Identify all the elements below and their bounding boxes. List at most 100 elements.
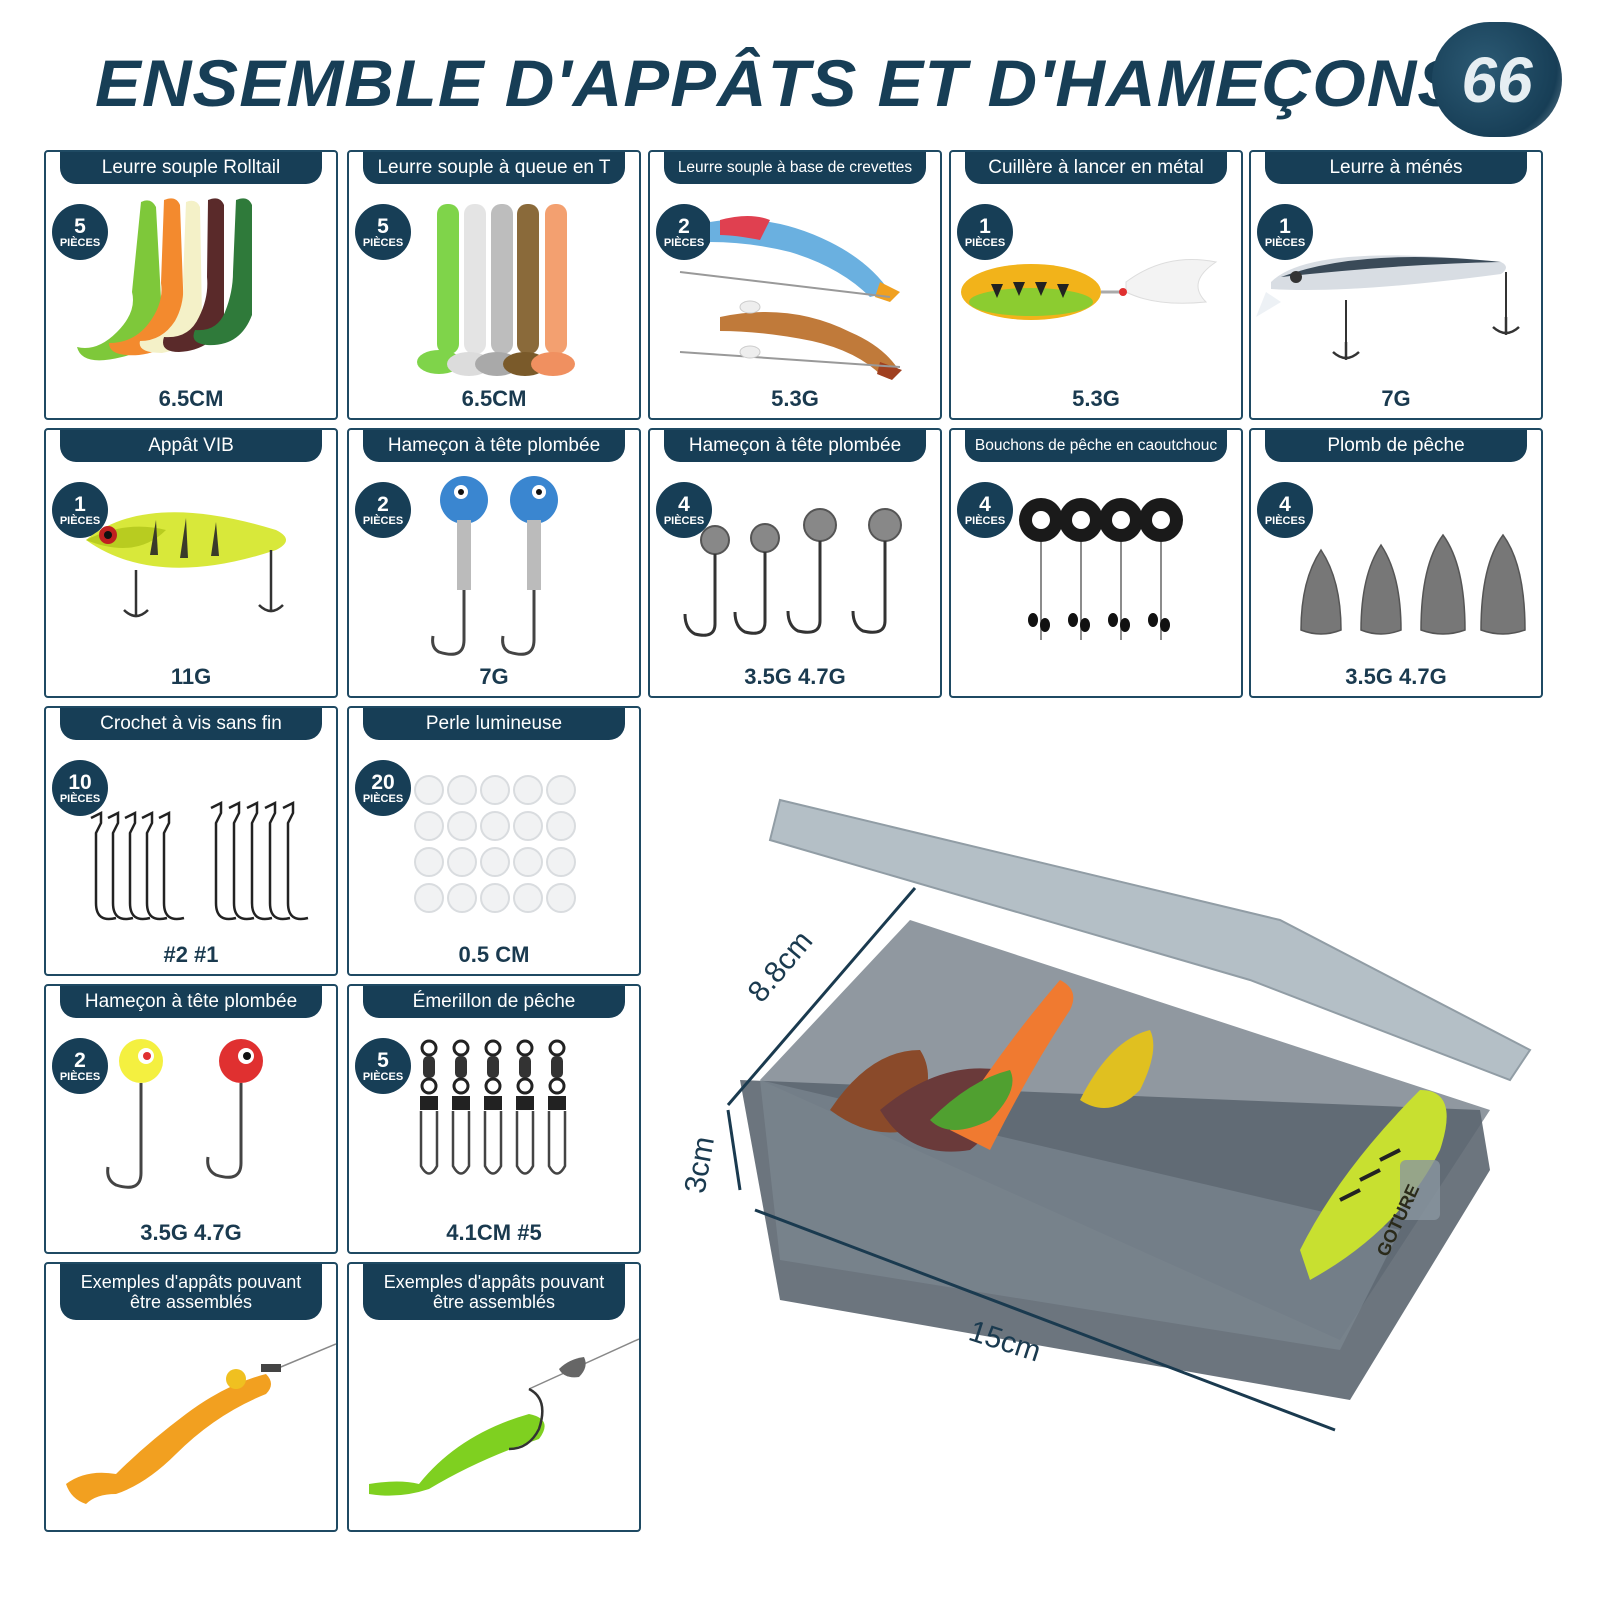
- item-label: Perle lumineuse: [363, 708, 625, 740]
- rubber-stoppers-image: [1019, 498, 1183, 640]
- jighead-image: [431, 476, 558, 656]
- item-size: 3.5G 4.7G: [1345, 664, 1447, 689]
- item-label: Leurre à ménés: [1265, 152, 1527, 184]
- item-size: 11G: [170, 664, 212, 689]
- worm-hooks-image: [90, 800, 309, 921]
- minnow-lure-image: [1256, 255, 1520, 360]
- bead: [414, 811, 444, 841]
- item-label: Leurre souple à base de crevettes: [664, 152, 926, 184]
- bead: [546, 775, 576, 805]
- pieces-count: 20: [371, 770, 395, 794]
- swivel: [419, 1039, 439, 1175]
- pieces-word: PIÈCES: [964, 514, 1006, 527]
- tackle-box-image: [726, 798, 1532, 1432]
- pieces-word: PIÈCES: [59, 792, 101, 805]
- glow-beads-image: [414, 775, 576, 913]
- item-label: Cuillère à lancer en métal: [965, 152, 1227, 184]
- pieces-word: PIÈCES: [964, 236, 1006, 249]
- pieces-count: 4: [1279, 492, 1291, 516]
- item-label: Appât VIB: [60, 430, 322, 462]
- pieces-count: 1: [979, 214, 991, 238]
- pieces-count: 2: [74, 1048, 86, 1072]
- pieces-count: 5: [74, 214, 86, 238]
- item-size: 4.1CM #5: [446, 1220, 542, 1245]
- bead: [480, 811, 510, 841]
- item-size: 5.3G: [771, 386, 819, 411]
- pieces-word: PIÈCES: [1264, 514, 1306, 527]
- item-size: 6.5CM: [158, 386, 224, 411]
- item-size: 3.5G 4.7G: [140, 1220, 242, 1245]
- item-card-example-1: Exemples d'appâts pouvant être assemblés: [44, 1262, 338, 1532]
- item-size: 7G: [1381, 386, 1411, 411]
- pieces-count: 4: [979, 492, 991, 516]
- item-label: Leurre souple Rolltail: [60, 152, 322, 184]
- item-label: Hameçon à tête plombée: [60, 986, 322, 1018]
- bead: [546, 811, 576, 841]
- bead: [480, 775, 510, 805]
- item-label: Plomb de pêche: [1265, 430, 1527, 462]
- item-size: #2 #1: [163, 942, 219, 967]
- pieces-word: PIÈCES: [59, 236, 101, 249]
- pieces-count: 2: [678, 214, 690, 238]
- bead: [546, 883, 576, 913]
- bead: [513, 775, 543, 805]
- rolltail-grub-image: [77, 198, 252, 361]
- pieces-word: PIÈCES: [663, 514, 705, 527]
- assembled-bait-image: [369, 1338, 639, 1496]
- lead-jighead-image: [683, 508, 902, 637]
- bullet-sinker-image: [1300, 533, 1526, 635]
- count-badge: 66: [1432, 22, 1562, 137]
- pieces-word: PIÈCES: [362, 514, 404, 527]
- pieces-count: 5: [377, 1048, 389, 1072]
- pieces-word: PIÈCES: [1264, 236, 1306, 249]
- pieces-count: 4: [678, 492, 690, 516]
- bead: [447, 811, 477, 841]
- item-label: Hameçon à tête plombée: [363, 430, 625, 462]
- pieces-word: PIÈCES: [663, 236, 705, 249]
- pieces-count: 2: [377, 492, 389, 516]
- bead: [513, 847, 543, 877]
- shrimp-lure-image: [679, 216, 902, 380]
- swivel: [547, 1039, 567, 1175]
- item-label: Bouchons de pêche en caoutchouc: [965, 430, 1227, 462]
- bead: [414, 775, 444, 805]
- vib-lure-image: [86, 512, 286, 618]
- item-label: Leurre souple à queue en T: [363, 152, 625, 184]
- bead: [414, 847, 444, 877]
- bead: [447, 883, 477, 913]
- item-card-example-2: Exemples d'appâts pouvant être assemblés: [347, 1262, 641, 1532]
- bead: [513, 883, 543, 913]
- item-size: 7G: [479, 664, 509, 689]
- item-label: Exemples d'appâts pouvant être assemblés: [60, 1264, 322, 1320]
- page-title: ENSEMBLE D'APPÂTS ET D'HAMEÇONS: [95, 46, 1465, 120]
- item-label: Exemples d'appâts pouvant être assemblés: [363, 1264, 625, 1320]
- swivel: [515, 1039, 535, 1175]
- pieces-count: 5: [377, 214, 389, 238]
- bead: [447, 775, 477, 805]
- t-tail-lure-image: [417, 204, 575, 376]
- item-size: 3.5G 4.7G: [744, 664, 846, 689]
